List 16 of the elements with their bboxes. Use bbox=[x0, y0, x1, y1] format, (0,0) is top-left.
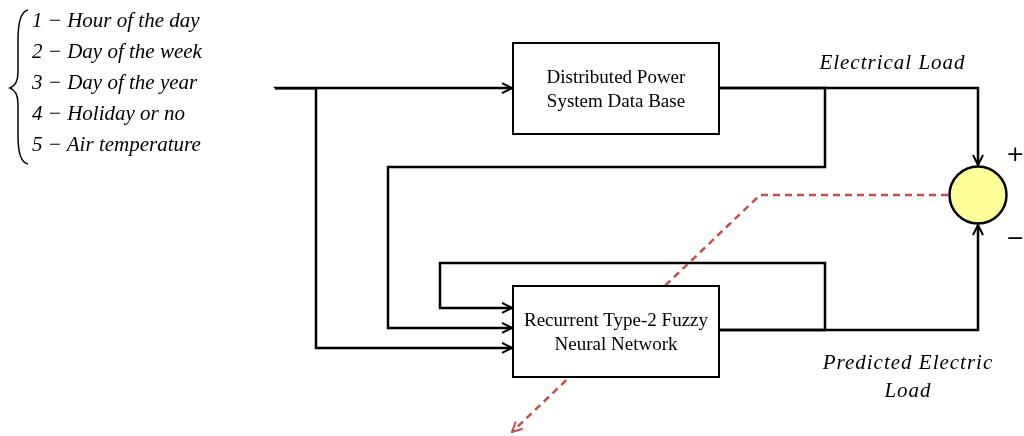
plus-sign: + bbox=[1006, 143, 1024, 165]
arrow bbox=[720, 86, 984, 166]
minus-sign: − bbox=[1006, 227, 1024, 249]
arrow bbox=[275, 86, 513, 354]
input-variable-text: 4 − Holiday or no bbox=[32, 100, 186, 127]
input-variable-text: 2 − Day of the week bbox=[32, 38, 203, 65]
arrow bbox=[438, 261, 827, 332]
arrow bbox=[386, 86, 827, 334]
input-variable-text: 1 − Hour of the day bbox=[32, 7, 201, 34]
process-box: Distributed Power System Data Base bbox=[512, 42, 720, 135]
arrow bbox=[273, 82, 513, 95]
arrow bbox=[720, 224, 984, 332]
summing-junction-circle bbox=[948, 165, 1008, 225]
input-variable-text: 5 − Air temperature bbox=[32, 131, 202, 158]
input-variable-text: 3 − Day of the year bbox=[32, 69, 199, 96]
process-box: Recurrent Type-2 Fuzzy Neural Network bbox=[512, 285, 720, 378]
